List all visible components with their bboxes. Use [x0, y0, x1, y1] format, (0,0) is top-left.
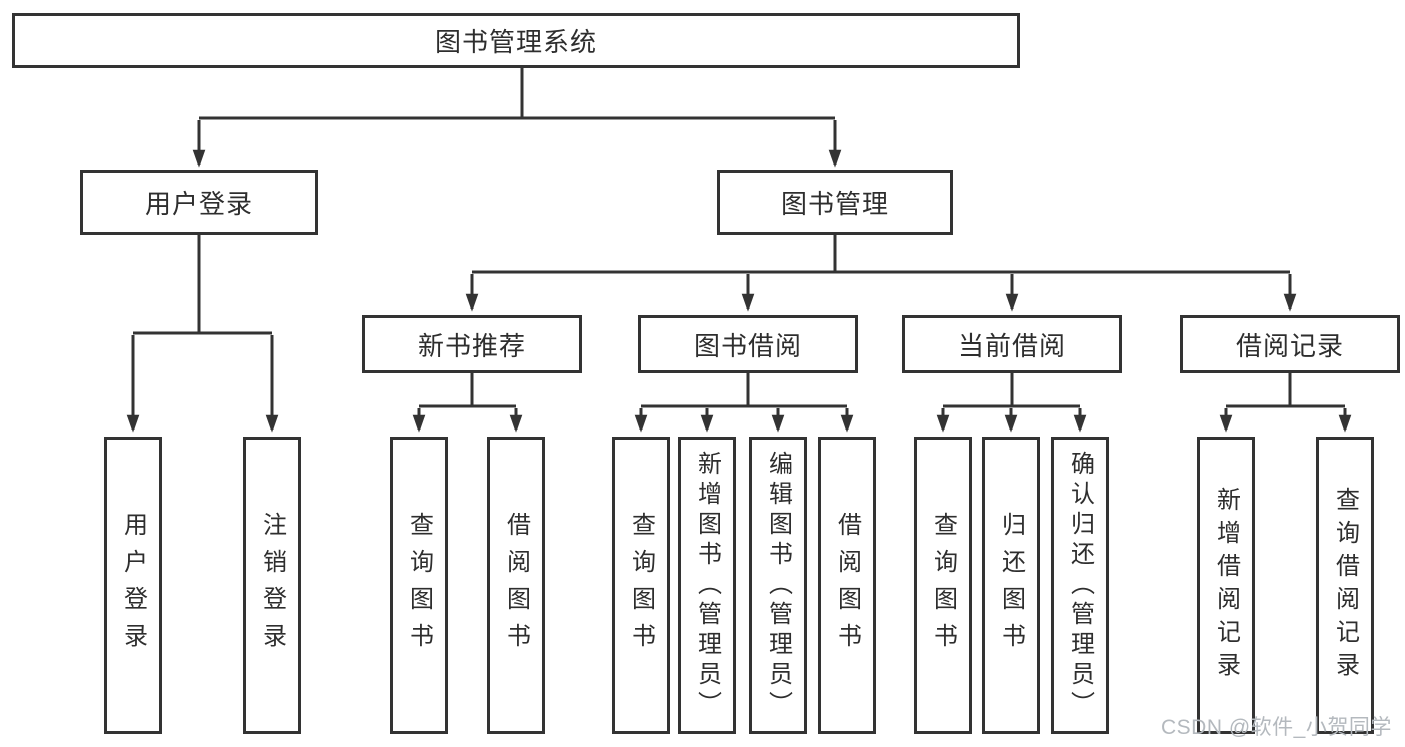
node-library-management-system: 图书管理系统	[12, 13, 1020, 68]
leaf-query-book-newbooks: 查询图书	[390, 437, 448, 734]
node-book-management: 图书管理	[717, 170, 953, 235]
leaf-edit-book-admin: 编辑图书（管理员）	[749, 437, 807, 734]
watermark: CSDN @软件_小贺同学	[1161, 716, 1392, 739]
trunk-lines	[133, 68, 1345, 408]
leaf-add-book-admin: 新增图书（管理员）	[678, 437, 736, 734]
node-borrowing-records: 借阅记录	[1180, 315, 1400, 373]
leaf-query-borrow-record: 查询借阅记录	[1316, 437, 1374, 734]
leaf-add-borrow-record: 新增借阅记录	[1197, 437, 1255, 734]
leaf-confirm-return-admin: 确认归还（管理员）	[1051, 437, 1109, 734]
leaf-user-login: 用户登录	[104, 437, 162, 734]
leaf-return-book: 归还图书	[982, 437, 1040, 734]
leaf-borrow-book-borrowing: 借阅图书	[818, 437, 876, 734]
node-book-borrowing: 图书借阅	[638, 315, 858, 373]
leaf-borrow-book-newbooks: 借阅图书	[487, 437, 545, 734]
node-user-login: 用户登录	[80, 170, 318, 235]
leaf-query-book-current: 查询图书	[914, 437, 972, 734]
leaf-logout: 注销登录	[243, 437, 301, 734]
leaf-query-book-borrowing: 查询图书	[612, 437, 670, 734]
node-current-borrowing: 当前借阅	[902, 315, 1122, 373]
node-new-book-recommend: 新书推荐	[362, 315, 582, 373]
arrow-lines	[126, 120, 1352, 433]
